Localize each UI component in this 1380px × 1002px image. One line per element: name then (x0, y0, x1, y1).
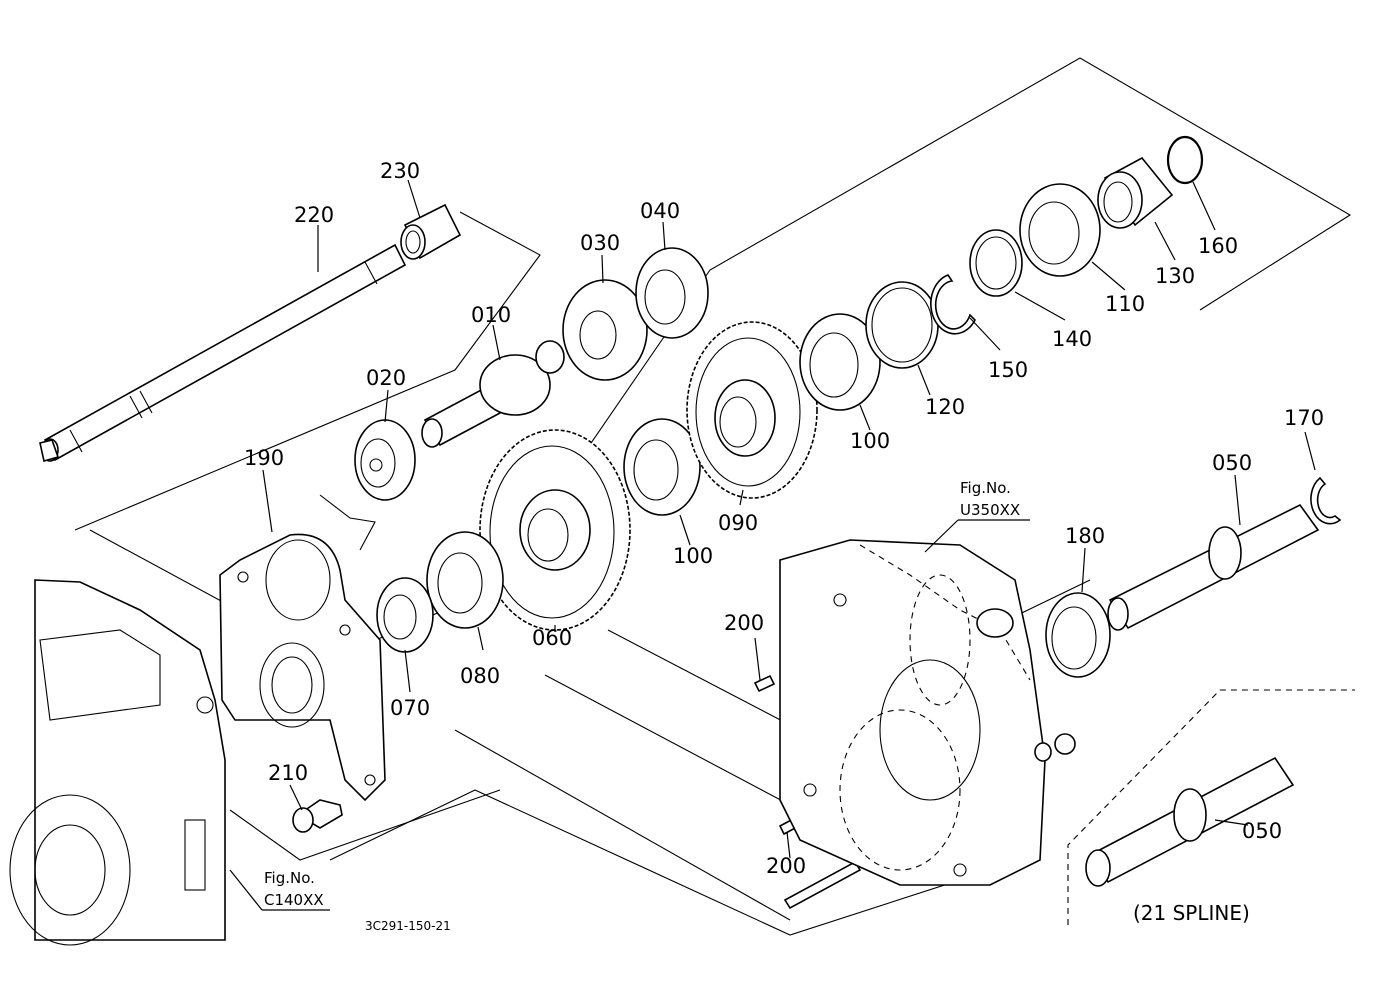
label-120: 120 (925, 395, 965, 419)
label-230: 230 (380, 159, 420, 183)
label-050-main: 050 (1212, 451, 1252, 475)
shaft-220 (39, 243, 407, 463)
bearing-130 (1097, 156, 1174, 229)
label-200-upper: 200 (724, 611, 764, 635)
bearing-040 (635, 247, 709, 339)
label-100-lower: 100 (673, 544, 713, 568)
bearing-070 (376, 577, 434, 653)
gear-030 (562, 279, 648, 381)
snap-ring-170 (1310, 476, 1342, 525)
label-150: 150 (988, 358, 1028, 382)
fig-ref-u350-code: U350XX (960, 501, 1020, 519)
stud-bolt (783, 860, 862, 910)
label-070: 070 (390, 696, 430, 720)
fig-ref-u350-title: Fig.No. (960, 479, 1011, 497)
o-ring-160 (1166, 135, 1204, 185)
bearing-080 (426, 531, 504, 629)
transmission-case-left (9, 579, 226, 946)
fig-ref-c140-code: C140XX (264, 891, 324, 909)
label-180: 180 (1065, 524, 1105, 548)
seal-180 (1045, 592, 1111, 678)
label-110: 110 (1105, 292, 1145, 316)
label-020: 020 (366, 366, 406, 390)
plate-190 (219, 533, 386, 802)
label-200-lower: 200 (766, 854, 806, 878)
front-housing (779, 539, 1046, 886)
gear-090 (686, 321, 818, 499)
label-100-upper: 100 (850, 429, 890, 453)
spline-variant-box (1067, 689, 1355, 925)
label-130: 130 (1155, 264, 1195, 288)
spline-variant-note: (21 SPLINE) (1133, 901, 1250, 925)
label-090: 090 (718, 511, 758, 535)
bearing-100-upper (799, 313, 881, 411)
bearing-110 (1019, 183, 1101, 277)
bearing-020 (354, 419, 416, 501)
pto-shaft-050 (1107, 503, 1320, 631)
washers (1034, 733, 1076, 762)
pinion-shaft-010 (421, 340, 565, 448)
pin-200-upper (753, 674, 776, 693)
label-080: 080 (460, 664, 500, 688)
shim-ring-120 (865, 281, 939, 369)
label-140: 140 (1052, 327, 1092, 351)
gear-060 (479, 429, 631, 631)
label-220: 220 (294, 203, 334, 227)
label-040: 040 (640, 199, 680, 223)
needle-bearing-230 (400, 203, 462, 260)
shim-140 (969, 229, 1023, 297)
label-210: 210 (268, 761, 308, 785)
label-160: 160 (1198, 234, 1238, 258)
leader-lines (229, 179, 1316, 911)
bolt-210 (292, 799, 343, 833)
label-190: 190 (244, 446, 284, 470)
label-010: 010 (471, 303, 511, 327)
snap-ring-150 (930, 274, 976, 335)
fig-ref-c140-title: Fig.No. (264, 869, 315, 887)
label-050-variant: 050 (1242, 819, 1282, 843)
bearing-100-lower (623, 418, 701, 516)
label-170: 170 (1284, 406, 1324, 430)
label-060: 060 (532, 626, 572, 650)
drawing-code: 3C291-150-21 (365, 919, 451, 933)
label-030: 030 (580, 231, 620, 255)
